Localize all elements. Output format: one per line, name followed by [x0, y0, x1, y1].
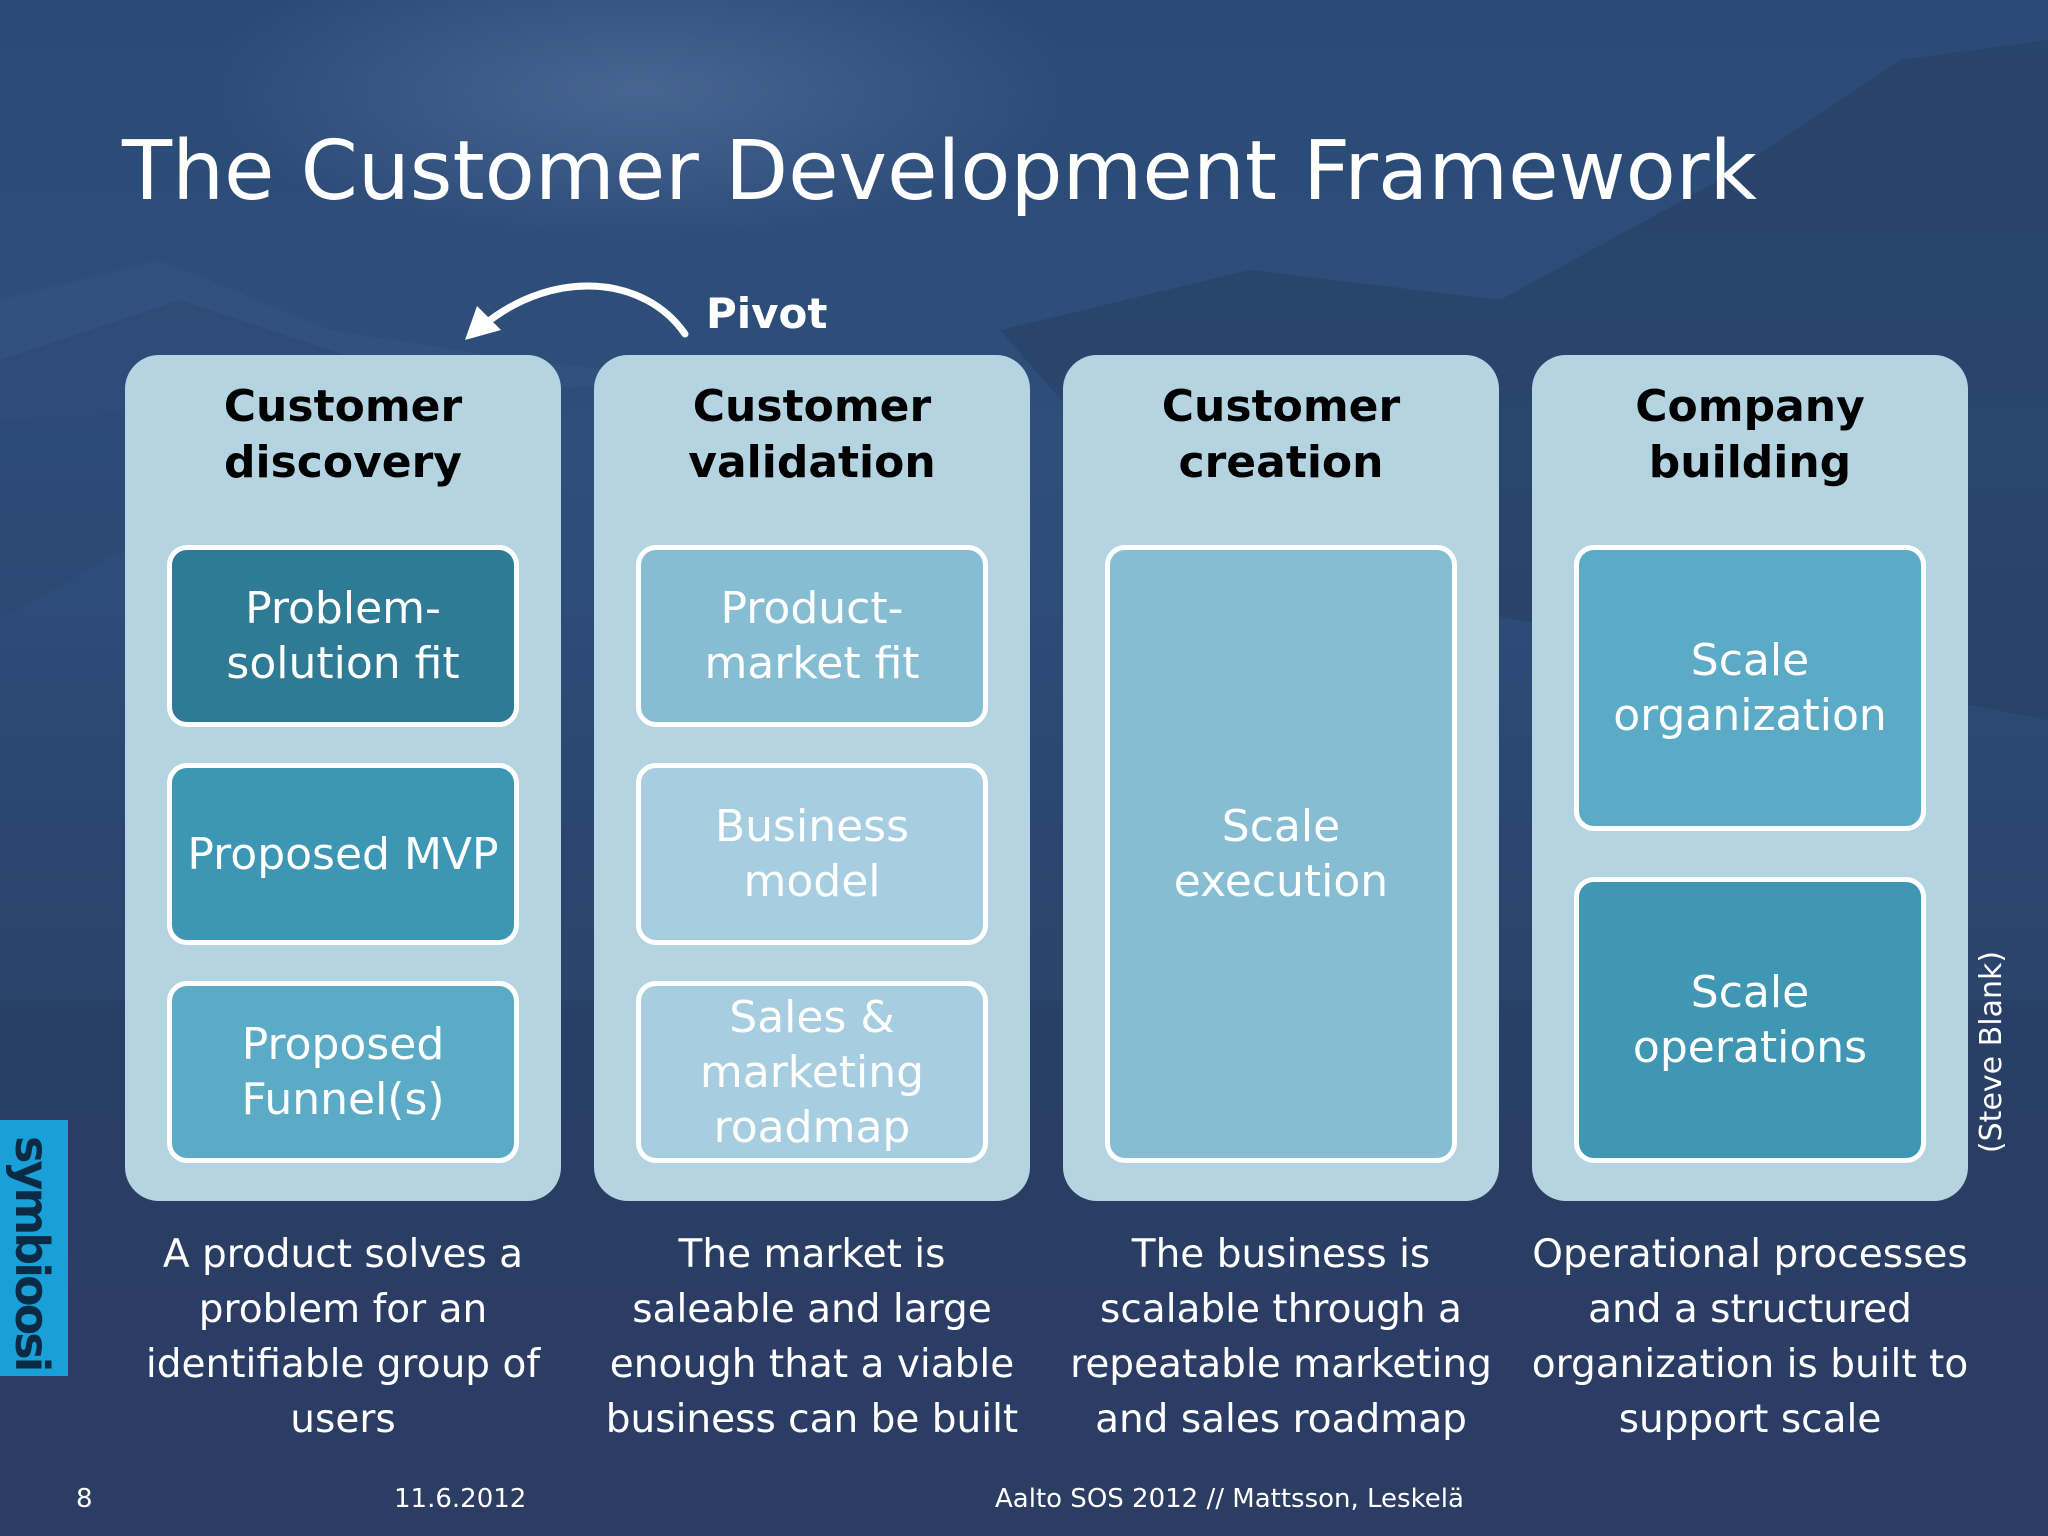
column-title: Customer creation [1161, 381, 1401, 488]
pivot-arrow-icon [465, 282, 689, 340]
column-title: Customer discovery [223, 381, 463, 488]
symbioosi-logo: symbioosi [5, 1136, 59, 1370]
pivot-label: Pivot [706, 289, 828, 338]
logo-tab [0, 1120, 68, 1376]
column-title: Company building [1635, 381, 1865, 488]
footer-date: 11.6.2012 [394, 1484, 527, 1514]
slide-title: The Customer Development Framework [122, 124, 1757, 219]
column-title: Customer validation [688, 381, 936, 488]
credit-steve-blank: (Steve Blank) [1974, 950, 2009, 1154]
column-customer-validation: Customer validation Product-market fit B… [594, 355, 1030, 1201]
footer-source: Aalto SOS 2012 // Mattsson, Leskelä [995, 1484, 1464, 1514]
caption-company-building: Operational processes and a structured o… [1531, 1232, 1969, 1442]
column-customer-discovery: Customer discovery Problem-solution fit … [125, 355, 561, 1201]
box-product-market-fit: Product-market fit [636, 545, 988, 727]
caption-customer-creation: The business is scalable through a repea… [1070, 1232, 1492, 1442]
caption-customer-validation: The market is saleable and large enough … [605, 1232, 1019, 1442]
caption-customer-discovery: A product solves a problem for an identi… [145, 1232, 541, 1442]
box-problem-solution-fit: Problem-solution fit [167, 545, 519, 727]
page-number: 8 [76, 1484, 93, 1514]
box-proposed-mvp: Proposed MVP [167, 763, 519, 945]
